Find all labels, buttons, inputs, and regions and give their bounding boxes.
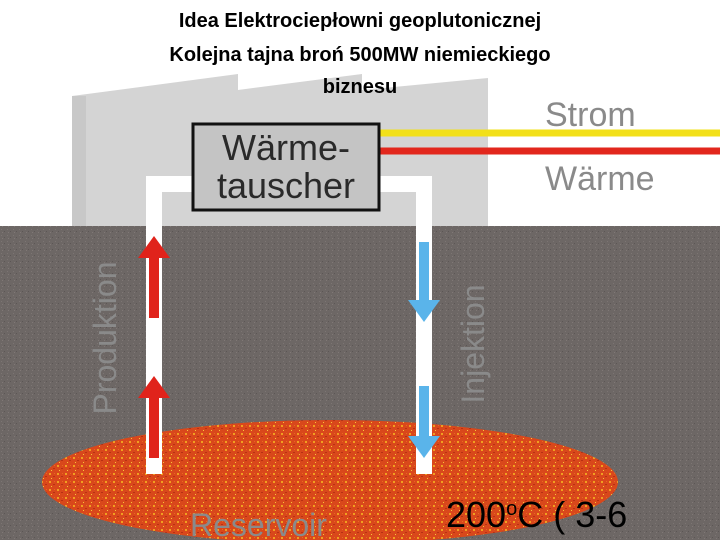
heat-exchanger-label-line2: tauscher — [217, 165, 355, 206]
injection-arrow-lower — [408, 386, 440, 458]
temperature-rest: C ( 3-6 — [517, 494, 628, 535]
building-shadow — [72, 96, 86, 228]
heat-exchanger-label-line1: Wärme- — [222, 127, 350, 168]
production-arrow-lower — [138, 376, 170, 458]
temperature-value: 200 — [446, 494, 507, 535]
title-line1: Idea Elektrociepłowni geoplutonicznej — [178, 10, 542, 32]
reservoir-label: Reservoir — [190, 507, 327, 540]
title-line2: Kolejna tajna broń 500MW niemieckiego — [169, 44, 551, 66]
degree-sup: o — [506, 498, 518, 520]
injection-label: Injektion — [455, 284, 491, 403]
reservoir — [42, 420, 618, 540]
temperature-text: 200oC ( 3-6 — [446, 494, 627, 536]
heat-exchanger-box — [191, 122, 381, 212]
production-label: Produktion — [87, 262, 123, 415]
injection-arrow-upper — [408, 242, 440, 322]
production-arrow-upper — [138, 236, 170, 318]
power-label: Strom — [545, 96, 636, 134]
heat-label: Wärme — [545, 160, 655, 198]
title-line3: biznesu — [322, 76, 398, 98]
